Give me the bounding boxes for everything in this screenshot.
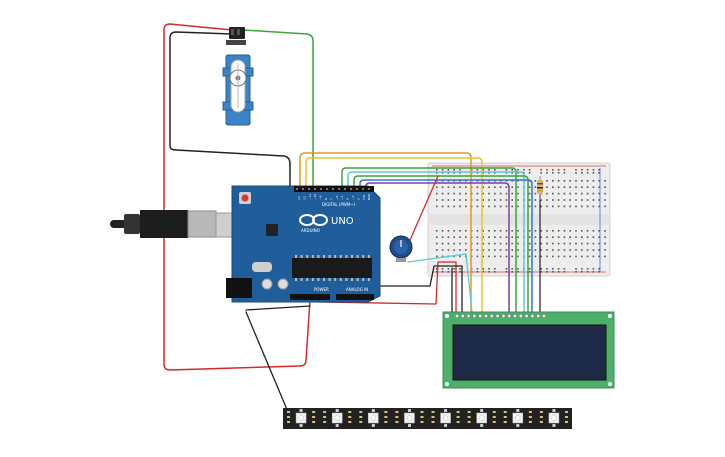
led-pixel bbox=[503, 409, 532, 427]
board-logo-text: UNO bbox=[331, 216, 354, 227]
wire-green-1 bbox=[341, 167, 517, 313]
potentiometer[interactable] bbox=[389, 235, 413, 262]
led-pixel bbox=[431, 409, 460, 427]
header-label: ~11 bbox=[308, 194, 312, 200]
lcd-display[interactable] bbox=[442, 311, 615, 389]
wire-blue bbox=[359, 179, 533, 313]
header-label: ~10 bbox=[313, 194, 317, 200]
servo-motor[interactable] bbox=[222, 27, 254, 126]
lcd-pin[interactable] bbox=[495, 313, 500, 319]
header-label: ~3 bbox=[351, 195, 355, 200]
power-label: POWER bbox=[314, 287, 329, 292]
lcd-pin[interactable] bbox=[483, 313, 489, 319]
header-label: 13 bbox=[297, 196, 301, 200]
wire-power-black bbox=[377, 265, 463, 313]
digital-label: DIGITAL (PWM~) bbox=[322, 202, 356, 207]
led-pixel bbox=[287, 409, 316, 427]
wire-strip-black bbox=[245, 305, 311, 413]
wire-servo-ground bbox=[169, 31, 291, 191]
wire-power-red bbox=[317, 261, 457, 313]
lcd-pin[interactable] bbox=[489, 313, 494, 319]
header-label: ~9 bbox=[319, 195, 323, 200]
lcd-pin[interactable] bbox=[460, 313, 465, 319]
lcd-pin[interactable] bbox=[472, 313, 477, 319]
breadboard[interactable] bbox=[427, 162, 611, 277]
led-pixel bbox=[323, 409, 352, 427]
header-label: ~5 bbox=[340, 195, 344, 200]
led-pixel bbox=[539, 409, 568, 427]
wire-purple bbox=[365, 182, 510, 313]
arduino-logo bbox=[299, 214, 328, 226]
lcd-pin[interactable] bbox=[454, 313, 460, 319]
header-label: 12 bbox=[302, 196, 306, 200]
lcd-pin[interactable] bbox=[518, 313, 523, 319]
lcd-pin[interactable] bbox=[466, 313, 471, 319]
header-label: 8 bbox=[324, 198, 328, 200]
wire-green-2 bbox=[353, 175, 529, 313]
header-label: 2 bbox=[356, 198, 360, 200]
lcd-pin[interactable] bbox=[541, 313, 547, 319]
wire-pot-cyan bbox=[407, 253, 473, 313]
led-pixel bbox=[467, 409, 496, 427]
lcd-pin[interactable] bbox=[501, 313, 506, 319]
board-brand: ARDUINO bbox=[301, 228, 320, 233]
wire-cyan bbox=[347, 171, 525, 313]
wires bbox=[163, 23, 541, 413]
analog-label: ANALOG IN bbox=[346, 287, 368, 292]
arduino-uno-board[interactable]: UNO ARDUINO DIGITAL (PWM~) POWER ANALOG … bbox=[226, 185, 381, 303]
lcd-pin[interactable] bbox=[530, 313, 535, 319]
lcd-pin[interactable] bbox=[524, 313, 529, 319]
lcd-pin[interactable] bbox=[507, 313, 512, 319]
wire-yellow bbox=[305, 157, 483, 313]
lcd-screen bbox=[458, 333, 601, 370]
wire-servo-signal bbox=[243, 29, 314, 191]
header-label: 7 bbox=[329, 198, 333, 200]
wire-servo-power bbox=[163, 23, 311, 371]
lcd-pins bbox=[454, 313, 547, 319]
lcd-pin[interactable] bbox=[536, 313, 541, 319]
led-pixel bbox=[395, 409, 424, 427]
resistor[interactable] bbox=[537, 176, 543, 200]
header-label: TX1 bbox=[362, 194, 366, 201]
lcd-pin[interactable] bbox=[478, 313, 483, 319]
header-label: RX0 bbox=[367, 194, 371, 200]
led-pixel bbox=[359, 409, 388, 427]
usb-cable bbox=[110, 210, 249, 238]
lcd-pin[interactable] bbox=[512, 313, 518, 319]
wire-orange bbox=[299, 152, 472, 313]
led-strip[interactable] bbox=[283, 408, 572, 429]
header-label: 4 bbox=[346, 198, 350, 200]
header-label: ~6 bbox=[335, 195, 339, 200]
